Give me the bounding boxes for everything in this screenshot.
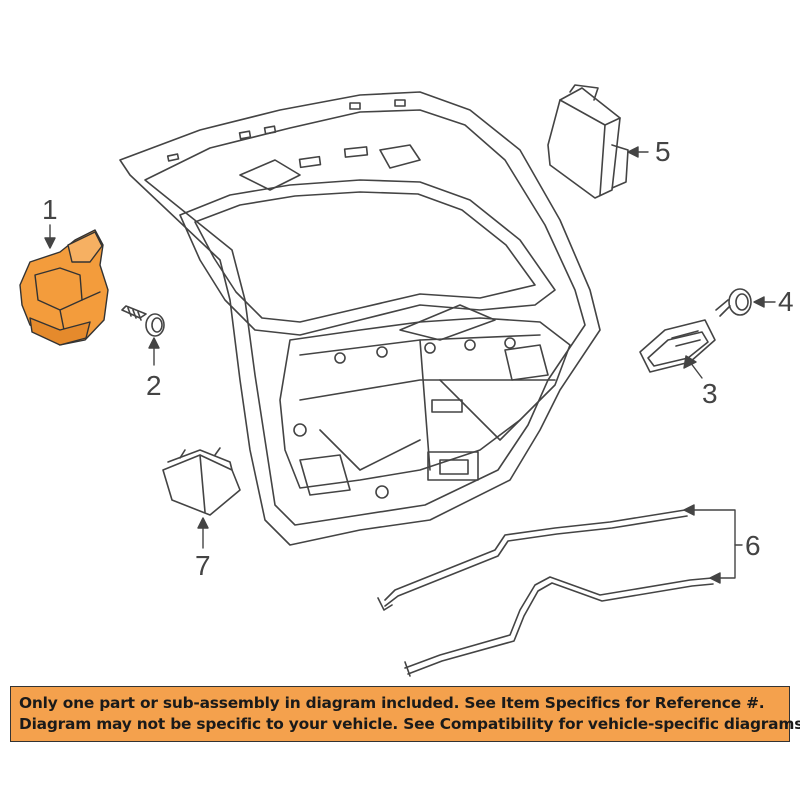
notice-line-1: Only one part or sub-assembly in diagram…: [19, 694, 765, 712]
part-3-switch-module: [639, 319, 716, 373]
part-6-rods: [377, 509, 714, 677]
part-7-receiver-module: [162, 447, 241, 516]
callout-5: 5: [655, 136, 671, 167]
callout-6: 6: [745, 530, 761, 561]
part-2-bolt: [121, 305, 165, 337]
rear-window: [179, 179, 556, 336]
part-4-screw: [715, 288, 752, 317]
part-1-lock-actuator: [19, 229, 109, 346]
callout-3: 3: [702, 378, 718, 409]
notice-banner: Only one part or sub-assembly in diagram…: [10, 686, 800, 742]
callout-2: 2: [146, 370, 162, 401]
liftgate-panel: [119, 91, 601, 546]
callout-leaders: [44, 146, 776, 584]
notice-line-2: Diagram may not be specific to your vehi…: [19, 715, 800, 733]
callout-4: 4: [778, 286, 794, 317]
part-5-control-module: [547, 84, 629, 199]
parts-diagram: [19, 84, 776, 677]
callout-7: 7: [195, 550, 211, 581]
callout-1: 1: [42, 194, 58, 225]
